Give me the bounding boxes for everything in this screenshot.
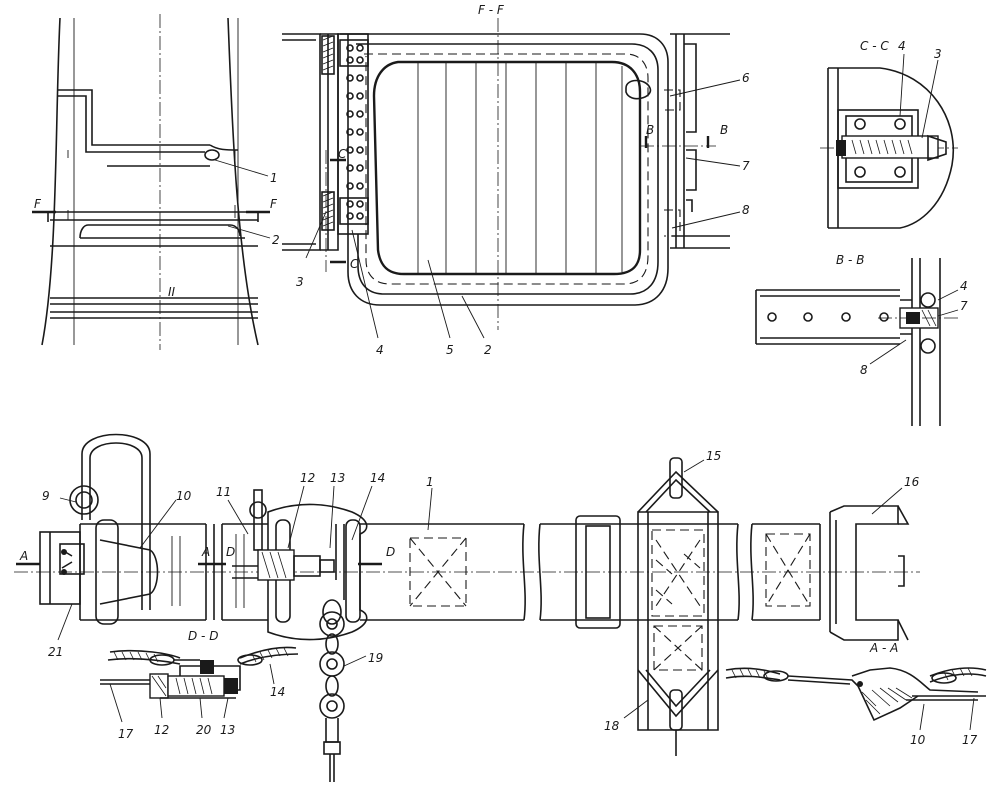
view-ii: 1 2 F F II	[32, 14, 280, 350]
callout-2: 2	[484, 343, 492, 357]
view-mark-b-right: B	[720, 123, 728, 137]
buckle-end: 21 9 10	[39, 433, 207, 659]
section-dd: D - D 17 12 20 13 14	[100, 629, 299, 741]
view-mark-a-left: A	[19, 549, 28, 563]
callout-2: 2	[272, 233, 280, 247]
callout-14: 14	[270, 685, 285, 699]
callout-10: 10	[910, 733, 926, 747]
callout-15: 15	[706, 449, 721, 463]
callout-8: 8	[742, 203, 750, 217]
callout-4: 4	[898, 39, 906, 53]
view-mark-roman-ii: II	[168, 285, 176, 299]
callout-19: 19	[368, 651, 383, 665]
callout-5: 5	[446, 343, 454, 357]
section-title-dd: D - D	[188, 629, 218, 643]
rivet-column	[346, 44, 364, 220]
callout-13: 13	[220, 723, 235, 737]
callout-10: 10	[176, 489, 192, 503]
hook-end: 16	[819, 475, 920, 641]
callout-7: 7	[960, 299, 968, 313]
callout-11: 11	[216, 485, 231, 499]
strap-right: 15 18	[538, 449, 820, 756]
callout-21: 21	[48, 645, 63, 659]
section-title-bb: B - B	[836, 253, 864, 267]
callout-1: 1	[270, 171, 278, 185]
callout-4: 4	[960, 279, 968, 293]
view-mark-b-left: B	[646, 123, 654, 137]
view-mark-d-left: D	[226, 545, 235, 559]
callout-12: 12	[300, 471, 315, 485]
section-ff: F - F	[282, 3, 750, 357]
callout-7: 7	[742, 159, 750, 173]
callout-13: 13	[330, 471, 345, 485]
lock-buckle: 11 12 13 14	[213, 471, 385, 641]
callout-3: 3	[934, 47, 942, 61]
strap-middle: 1	[360, 475, 526, 621]
callout-9: 9	[42, 489, 50, 503]
section-aa: A - A 10 17	[725, 641, 987, 747]
callout-6: 6	[742, 71, 750, 85]
view-mark-c-top: C	[338, 147, 347, 161]
callout-16: 16	[904, 475, 920, 489]
section-title-cc: C - C	[860, 39, 889, 53]
section-title-aa: A - A	[869, 641, 898, 655]
chain: 19	[319, 611, 383, 782]
callout-20: 20	[196, 723, 212, 737]
callout-1: 1	[426, 475, 434, 489]
view-mark-c-bottom: C	[350, 257, 359, 271]
section-cc: C - C 4 3	[820, 39, 958, 229]
section-title-ff: F - F	[478, 3, 505, 17]
callout-17: 17	[118, 727, 134, 741]
callout-3: 3	[296, 275, 304, 289]
belt-assembly: A A D D 21 9 10	[14, 433, 920, 782]
callout-12: 12	[154, 723, 169, 737]
callout-4: 4	[376, 343, 384, 357]
callout-14: 14	[370, 471, 385, 485]
view-mark-d-right: D	[386, 545, 395, 559]
callout-17: 17	[962, 733, 978, 747]
view-mark-f-right: F	[270, 197, 278, 211]
callout-8: 8	[860, 363, 868, 377]
view-mark-f-left: F	[34, 197, 42, 211]
callout-18: 18	[604, 719, 620, 733]
section-bb: B - B 4 7 8	[755, 253, 968, 426]
